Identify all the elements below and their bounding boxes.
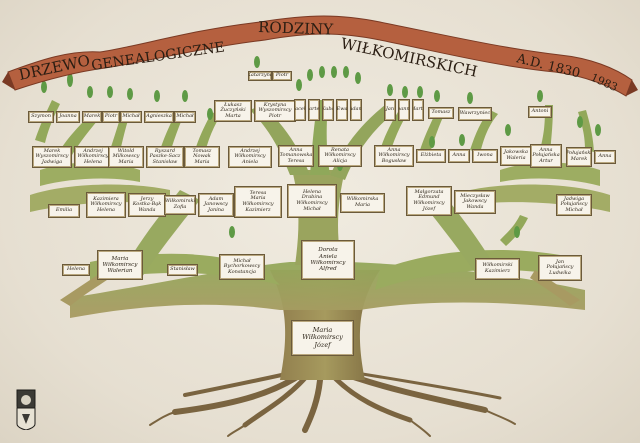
sprouts bbox=[41, 56, 601, 238]
roots bbox=[149, 370, 516, 437]
person-g3-witold: Witold Milkowscy Maria bbox=[108, 146, 144, 168]
person-g3-lukasz: Łukasz Żuczyński Marta bbox=[214, 100, 252, 122]
person-g3-anna2: Anna Wiłkomirscy Bogusław bbox=[374, 145, 414, 167]
person-g4-joanna: Joanna bbox=[56, 111, 80, 123]
person-g3-andrzej2: Andrzej Wiłkomirscy Aniela bbox=[228, 146, 272, 168]
main-limbs bbox=[70, 262, 585, 318]
person-g4-agnieszka: Agnieszka bbox=[144, 111, 174, 123]
person-g2-adam: Adam Janowscy Janina bbox=[198, 193, 234, 217]
person-g1-right1: Wiłkomirski Kazimierz bbox=[475, 258, 520, 280]
person-g3-anna: Anna Tomanowska Teresa bbox=[278, 145, 314, 167]
person-g2-kazimiera: Kazimiera Wiłkomirscy Helena bbox=[86, 192, 126, 218]
person-g4-piotr: Piotr bbox=[102, 111, 120, 123]
title-word-3: RODZINY bbox=[258, 18, 335, 39]
person-g4-bartek: Bartek bbox=[308, 99, 320, 121]
person-g3-renata: Renata Wiłkomirscy Alicja bbox=[318, 145, 362, 167]
person-g3-krystyna: Krystyna Wyszomirscy Piotr bbox=[254, 100, 296, 122]
person-g4-szymon: Szymon bbox=[28, 111, 54, 123]
person-g2-jerzy: Jerzy Kostka-Bąk Wanda bbox=[128, 193, 166, 217]
person-g2-teresa: Teresa Maria Wiłkomirscy Kazimierz bbox=[234, 186, 282, 218]
person-g1-stanislaw: Stanisław bbox=[167, 264, 198, 276]
person-g4-wawrzyniec: Wawrzyniec bbox=[458, 107, 492, 121]
person-g2-wilkomirska: Wiłkomirska Maria bbox=[340, 193, 385, 213]
person-g1-right2: Jan Połujańscy Ludwika bbox=[538, 255, 582, 281]
person-g4-jacek: Jacek bbox=[294, 99, 306, 121]
person-root: Maria Wiłkomirscy Józef bbox=[291, 320, 354, 356]
title-banner: DRZEWO GENEALOGICZNE RODZINY WIŁKOMIRSKI… bbox=[2, 15, 638, 97]
person-g2-wiktor: Wiłkomirski Zofia bbox=[164, 195, 196, 215]
person-g2-emilia: Emilia bbox=[48, 204, 80, 218]
title-word-1: DRZEWO bbox=[17, 51, 92, 84]
person-g4-piotr2: Piotr bbox=[272, 71, 292, 81]
person-g4-marta: Marta bbox=[412, 99, 424, 121]
person-g4-antoni: Antoni bbox=[528, 106, 552, 118]
person-g4-katarzyna: Katarzyna bbox=[248, 71, 272, 81]
person-g4-marek: Marek bbox=[82, 111, 102, 123]
person-g4-adam: Adam bbox=[350, 99, 362, 121]
person-g3-anna4: Anna Połujańska Artur bbox=[530, 144, 562, 168]
person-g4-michal2: Michał bbox=[174, 111, 196, 123]
person-g2-helena: Helena Drabina Wiłkomirscy Michał bbox=[287, 184, 337, 218]
person-g3-iwona: Iwona bbox=[472, 149, 498, 163]
person-g3-anna3: Anna bbox=[448, 149, 470, 163]
person-g1-center: Dorota Aniela Wiłkomirscy Alfred bbox=[301, 240, 355, 280]
person-g3-anna5: Anna bbox=[594, 150, 616, 164]
person-g2-malgorzata: Małgorzata Edmund Wiłkomirscy Józef bbox=[406, 186, 452, 216]
person-g3-jakowska: Jakowska Waleria bbox=[500, 146, 532, 166]
person-g2-mieczyslaw: Mieczysław Jakowscy Wanda bbox=[454, 190, 496, 214]
person-g4-joanna2: Joanna bbox=[398, 99, 410, 121]
person-g4-michal: Michał bbox=[120, 111, 142, 123]
person-g1-michal: Michał Bychorkowscy Konstancja bbox=[219, 254, 265, 280]
person-g1-helena: Helena bbox=[62, 264, 90, 276]
coat-of-arms-icon bbox=[16, 389, 36, 430]
person-g4-ewa: Ewa bbox=[336, 99, 348, 121]
person-g4-kuba: Kuba bbox=[322, 99, 334, 121]
person-g1-left: Maria Wiłkomirscy Walerian bbox=[97, 250, 143, 280]
person-g2-jadwiga: Jadwiga Połujańscy Michał bbox=[556, 194, 592, 216]
person-g3-polujanski: Połujański Marek bbox=[566, 147, 592, 167]
person-g4-tomasz: Tomasz bbox=[428, 107, 454, 119]
person-g3-andrzej: Andrzej Wiłkomirscy Helena bbox=[74, 146, 112, 168]
person-g3-marek: Marek Wyszomirscy Jadwiga bbox=[32, 146, 72, 168]
person-g3-elzbieta: Elżbieta bbox=[416, 149, 446, 163]
person-g3-ryszard: Ryszard Paszke-Sacz Stanisław bbox=[146, 146, 184, 168]
person-g4-jan: Jan bbox=[384, 99, 396, 121]
person-g3-tomasz: Tomasz Nowak Maria bbox=[184, 146, 220, 168]
